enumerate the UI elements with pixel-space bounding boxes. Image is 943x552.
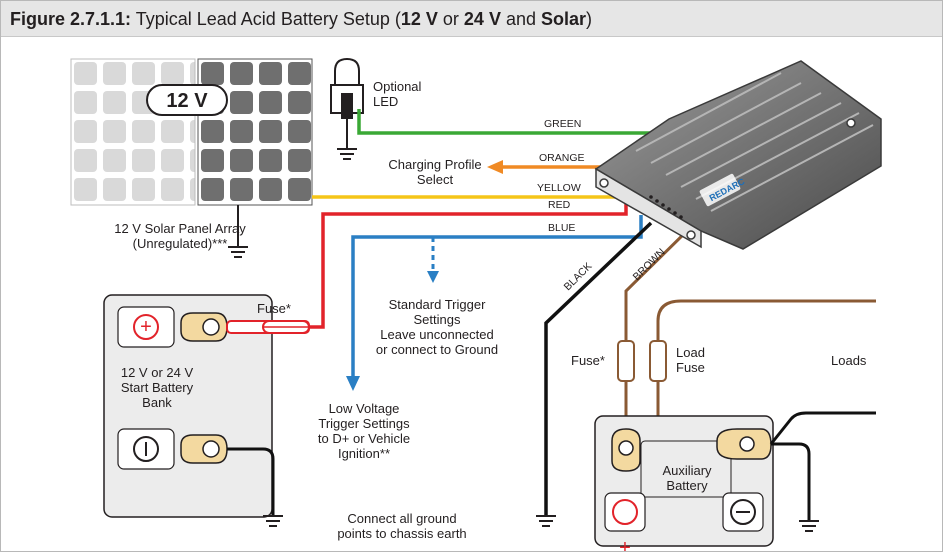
wire-label-orange: ORANGE bbox=[539, 152, 585, 164]
charging-profile-line2: Select bbox=[416, 172, 454, 187]
led-label-line2: LED bbox=[373, 94, 399, 109]
start-battery-line3: Bank bbox=[142, 395, 172, 410]
blue-dashed-arrow bbox=[427, 271, 439, 283]
title-text: Typical Lead Acid Battery Setup ( bbox=[131, 9, 401, 29]
led-icon bbox=[330, 57, 364, 160]
charging-profile-label: Charging Profile Select bbox=[379, 157, 491, 187]
redarc-charger: REDARC bbox=[594, 60, 882, 250]
aux-fuse bbox=[617, 340, 635, 382]
title-solar: Solar bbox=[541, 9, 587, 29]
standard-trigger-title1: Standard Trigger bbox=[388, 297, 486, 312]
solar-caption: 12 V Solar Panel Array (Unregulated)*** bbox=[75, 221, 285, 251]
green-wire bbox=[357, 109, 661, 135]
aux-positive-symbol: + bbox=[619, 537, 631, 552]
low-voltage-line2: Ignition** bbox=[337, 446, 391, 461]
load-negative-wire bbox=[769, 411, 876, 445]
ground-note: Connect all ground points to chassis ear… bbox=[327, 511, 477, 541]
start-fuse-label: Fuse* bbox=[257, 301, 291, 316]
standard-trigger-line1: Leave unconnected bbox=[380, 327, 494, 342]
black-wire bbox=[544, 221, 653, 516]
aux-battery-line2: Battery bbox=[666, 478, 708, 493]
start-battery bbox=[103, 294, 310, 518]
solar-caption-line2: (Unregulated)*** bbox=[132, 236, 228, 251]
wiring-diagram: REDARC bbox=[70, 57, 882, 547]
standard-trigger-line2: or connect to Ground bbox=[375, 342, 499, 357]
solar-panel-array bbox=[70, 58, 313, 258]
charging-profile-line1: Charging Profile bbox=[388, 157, 482, 172]
solar-voltage-badge-text: 12 V bbox=[166, 90, 208, 112]
wire-label-black: BLACK bbox=[562, 260, 595, 293]
start-ground-wire bbox=[227, 447, 275, 516]
title-12v: 12 V bbox=[400, 9, 438, 29]
load-fuse-label: Load Fuse bbox=[676, 345, 705, 375]
low-voltage-title1: Low Voltage bbox=[328, 401, 400, 416]
solar-caption-line1: 12 V Solar Panel Array bbox=[114, 221, 246, 236]
load-fuse-line1: Load bbox=[676, 345, 705, 360]
wire-label-red: RED bbox=[548, 199, 571, 211]
loads-label: Loads bbox=[831, 353, 867, 368]
title-close: ) bbox=[586, 9, 593, 29]
start-battery-line2: Start Battery bbox=[120, 380, 194, 395]
low-voltage-title2: Trigger Settings bbox=[318, 416, 410, 431]
start-battery-label: 12 V or 24 V Start Battery Bank bbox=[109, 365, 205, 410]
title-or: or bbox=[437, 9, 464, 29]
low-voltage-line1: to D+ or Vehicle bbox=[317, 431, 411, 446]
ground-note-line2: points to chassis earth bbox=[337, 526, 467, 541]
figure-title: Figure 2.7.1.1: Typical Lead Acid Batter… bbox=[1, 1, 942, 37]
brown-wire bbox=[624, 225, 693, 341]
ground-note-line1: Connect all ground bbox=[347, 511, 457, 526]
auxiliary-battery-label: Auxiliary Battery bbox=[651, 463, 723, 493]
low-voltage-trigger-note: Low Voltage Trigger Settings to D+ or Ve… bbox=[299, 401, 429, 461]
blue-wire bbox=[351, 215, 643, 376]
aux-battery-line1: Auxiliary bbox=[662, 463, 712, 478]
load-fuse bbox=[649, 340, 667, 382]
blue-arrow bbox=[346, 376, 360, 391]
red-wire bbox=[309, 201, 628, 329]
ground-symbol bbox=[536, 515, 556, 527]
wire-label-green: GREEN bbox=[544, 118, 581, 130]
wire-label-yellow: YELLOW bbox=[537, 182, 581, 194]
orange-arrow bbox=[487, 160, 503, 174]
start-battery-line1: 12 V or 24 V bbox=[120, 365, 194, 380]
standard-trigger-title2: Settings bbox=[413, 312, 461, 327]
standard-trigger-note: Standard Trigger Settings Leave unconnec… bbox=[363, 297, 511, 357]
ground-symbol bbox=[799, 520, 819, 532]
load-fuse-line2: Fuse bbox=[676, 360, 705, 375]
start-positive-symbol: + bbox=[140, 316, 152, 338]
led-label: Optional LED bbox=[373, 79, 421, 109]
voltage-badge bbox=[146, 84, 228, 116]
aux-fuse-label: Fuse* bbox=[571, 353, 605, 368]
load-wire-top bbox=[656, 299, 876, 341]
ground-symbol bbox=[263, 515, 283, 527]
title-24v: 24 V bbox=[463, 9, 501, 29]
figure-number: Figure 2.7.1.1: bbox=[10, 9, 132, 29]
ground-symbol bbox=[228, 246, 248, 258]
auxiliary-battery bbox=[594, 415, 774, 547]
wire-label-brown: BROWN bbox=[631, 246, 668, 283]
title-and: and bbox=[500, 9, 541, 29]
aux-ground-wire bbox=[771, 442, 811, 521]
wire-label-blue: BLUE bbox=[548, 222, 575, 234]
led-label-line1: Optional bbox=[373, 79, 422, 94]
